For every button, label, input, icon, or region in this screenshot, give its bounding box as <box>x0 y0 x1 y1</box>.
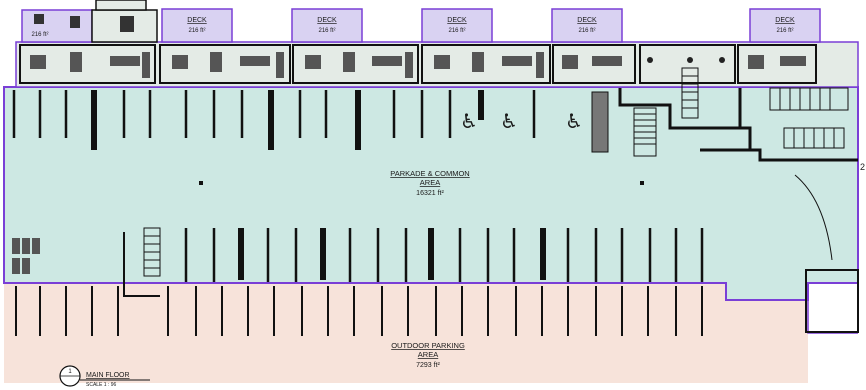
parkade-area: 16321 ft² <box>416 190 444 197</box>
unit-fixtures <box>30 52 806 78</box>
lower-left-stairs <box>143 227 161 277</box>
corner-room-bottom-right <box>805 269 859 333</box>
upper-columns <box>91 90 484 150</box>
decks <box>161 8 821 43</box>
core-stairs <box>633 67 849 157</box>
corner-room-area: 216 ft² <box>31 32 48 38</box>
accessible-icon-2: ♿ <box>500 111 518 133</box>
deck-2-title: DECK <box>317 17 337 24</box>
drawing-title: 1 MAIN FLOOR SCALE 1 : 96 <box>59 365 150 388</box>
deck-labels: DECK 216 ft² DECK 216 ft² DECK 216 ft² D… <box>31 17 795 38</box>
deck-4-area: 216 ft² <box>578 28 595 34</box>
outdoor-parking-area <box>4 283 808 383</box>
accessible-icon-1: ♿ <box>460 111 478 133</box>
lower-stall-lines <box>184 228 704 282</box>
outdoor-name: OUTDOOR PARKING <box>391 341 465 350</box>
deck-4-title: DECK <box>577 17 597 24</box>
parkade-name: PARKADE & COMMON <box>390 169 469 178</box>
unit-walls <box>19 44 817 84</box>
lower-columns <box>238 228 546 280</box>
ramp-curve <box>794 174 833 261</box>
parkade-common-area <box>3 86 859 301</box>
outdoor-label: OUTDOOR PARKING AREA 7293 ft² <box>391 341 465 369</box>
outdoor-sub: AREA <box>418 350 438 359</box>
outdoor-area: 7293 ft² <box>416 362 440 369</box>
bike-racks <box>12 238 40 274</box>
deck-2-area: 216 ft² <box>318 28 335 34</box>
deck-1-area: 216 ft² <box>188 28 205 34</box>
deck-3-area: 216 ft² <box>448 28 465 34</box>
accessible-icon-3: ♿ <box>565 111 583 133</box>
outdoor-stall-lines <box>15 286 703 336</box>
deck-5-title: DECK <box>775 17 795 24</box>
parkade-sub: AREA <box>420 178 440 187</box>
core-walls <box>618 88 858 162</box>
upper-stall-lines <box>12 90 536 138</box>
view-title: MAIN FLOOR <box>86 372 130 379</box>
deck-3-title: DECK <box>447 17 467 24</box>
view-number: 1 <box>68 369 72 375</box>
column-markers <box>199 181 644 185</box>
lower-left-wall <box>123 232 160 297</box>
accessible-parking-icons: ♿ ♿ ♿ <box>460 111 583 133</box>
deck-1-title: DECK <box>187 17 207 24</box>
view-scale: SCALE 1 : 96 <box>86 382 117 388</box>
unit-doors <box>647 57 725 63</box>
deck-5-area: 216 ft² <box>776 28 793 34</box>
edge-mark: 2 <box>860 162 865 172</box>
hatched-zone <box>591 91 609 153</box>
parkade-label: PARKADE & COMMON AREA 16321 ft² <box>390 169 469 197</box>
corner-room <box>21 9 93 43</box>
